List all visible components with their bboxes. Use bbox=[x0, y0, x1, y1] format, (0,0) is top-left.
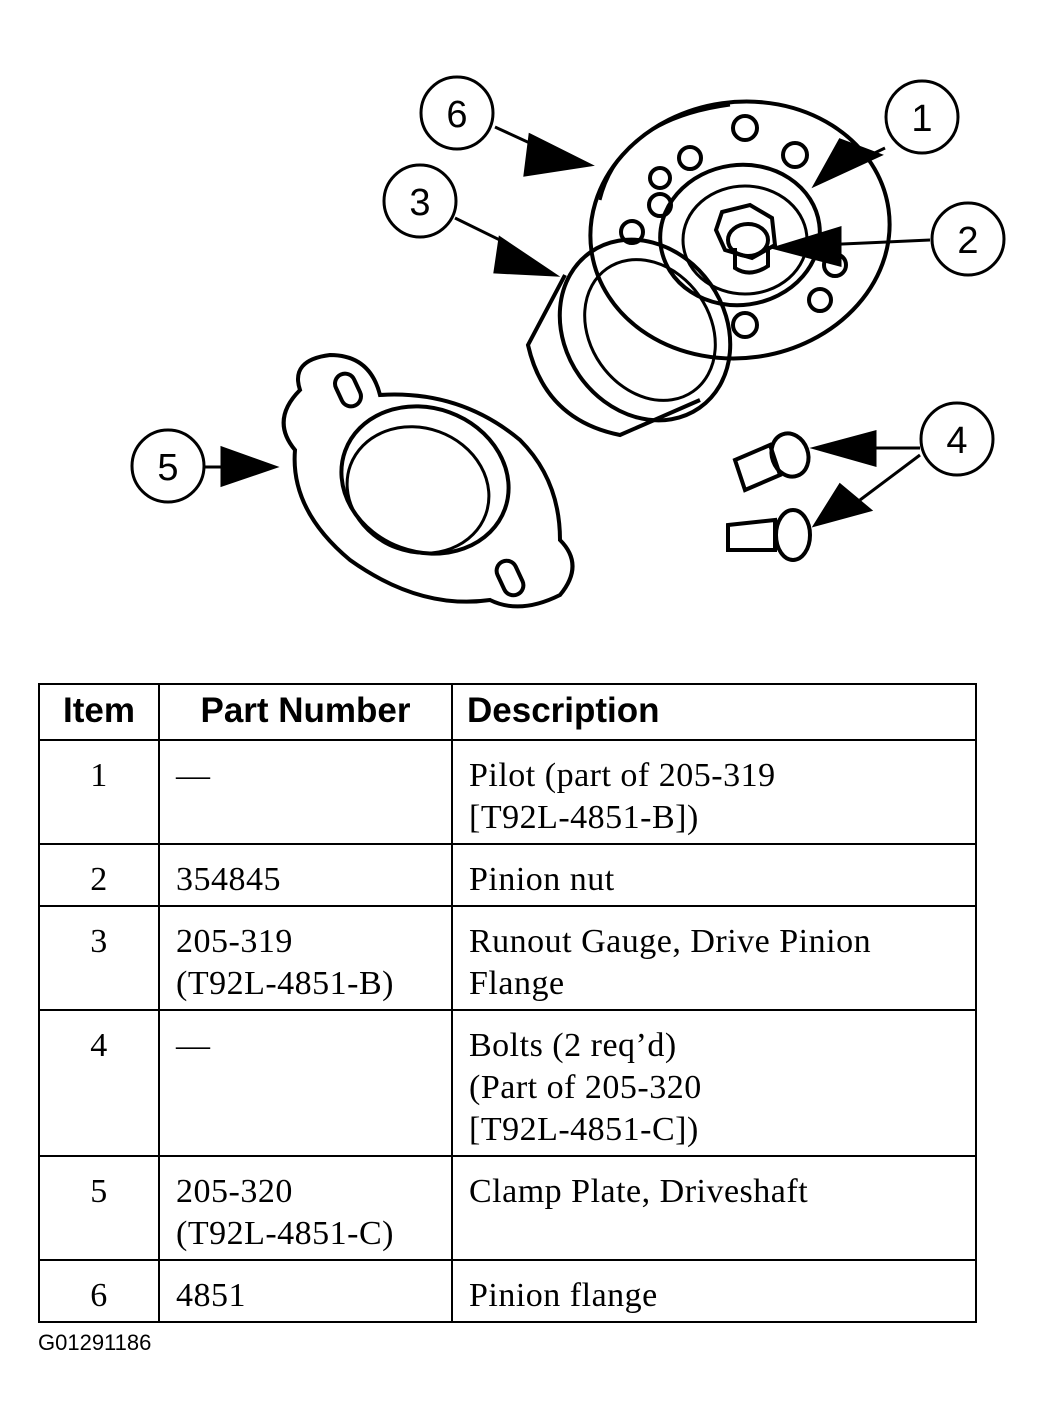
cell-part-number: 205-319 (T92L-4851-B) bbox=[158, 905, 453, 1011]
cell-description: Pinion nut bbox=[451, 843, 977, 907]
cell-item: 1 bbox=[38, 739, 160, 845]
table-row: 4 — Bolts (2 req’d) (Part of 205-320 [T9… bbox=[38, 1009, 977, 1157]
parts-table: Item Part Number Description 1 — Pilot (… bbox=[38, 683, 977, 1323]
table-header-row: Item Part Number Description bbox=[38, 683, 977, 741]
cell-description: Bolts (2 req’d) (Part of 205-320 [T92L-4… bbox=[451, 1009, 977, 1157]
table-row: 3 205-319 (T92L-4851-B) Runout Gauge, Dr… bbox=[38, 905, 977, 1011]
runout-gauge-part bbox=[525, 237, 733, 438]
callout-5: 5 bbox=[130, 428, 206, 504]
svg-text:1: 1 bbox=[911, 98, 932, 140]
header-part-number: Part Number bbox=[158, 683, 453, 741]
table-row: 2 354845 Pinion nut bbox=[38, 843, 977, 907]
clamp-plate-part bbox=[281, 352, 575, 609]
header-description: Description bbox=[451, 683, 977, 741]
callout-4: 4 bbox=[919, 401, 995, 477]
cell-description: Pinion flange bbox=[451, 1259, 977, 1323]
cell-part-number: 4851 bbox=[158, 1259, 453, 1323]
cell-part-number: — bbox=[158, 739, 453, 845]
cell-item: 6 bbox=[38, 1259, 160, 1323]
header-item: Item bbox=[38, 683, 160, 741]
svg-text:6: 6 bbox=[446, 94, 467, 136]
callout-3: 3 bbox=[382, 163, 458, 239]
exploded-parts-diagram: 6 1 3 2 4 5 bbox=[130, 75, 1006, 609]
cell-item: 4 bbox=[38, 1009, 160, 1157]
cell-item: 3 bbox=[38, 905, 160, 1011]
cell-part-number: 205-320 (T92L-4851-C) bbox=[158, 1155, 453, 1261]
table-row: 1 — Pilot (part of 205-319 [T92L-4851-B]… bbox=[38, 739, 977, 845]
svg-text:4: 4 bbox=[946, 420, 967, 462]
callout-6: 6 bbox=[419, 75, 495, 151]
callout-1: 1 bbox=[884, 79, 960, 155]
figure-id: G01291186 bbox=[38, 1330, 152, 1355]
callout-2: 2 bbox=[930, 201, 1006, 277]
cell-description: Runout Gauge, Drive Pinion Flange bbox=[451, 905, 977, 1011]
cell-description: Clamp Plate, Driveshaft bbox=[451, 1155, 977, 1261]
table-row: 6 4851 Pinion flange bbox=[38, 1259, 977, 1323]
pinion-flange-part bbox=[588, 99, 892, 361]
svg-text:5: 5 bbox=[157, 447, 178, 489]
cell-item: 5 bbox=[38, 1155, 160, 1261]
cell-part-number: — bbox=[158, 1009, 453, 1157]
bolts-part bbox=[726, 431, 812, 562]
leader-arrows bbox=[205, 125, 931, 528]
cell-item: 2 bbox=[38, 843, 160, 907]
pinion-nut-part bbox=[713, 202, 778, 275]
cell-part-number: 354845 bbox=[158, 843, 453, 907]
cell-description: Pilot (part of 205-319 [T92L-4851-B]) bbox=[451, 739, 977, 845]
svg-text:2: 2 bbox=[957, 220, 978, 262]
table-row: 5 205-320 (T92L-4851-C) Clamp Plate, Dri… bbox=[38, 1155, 977, 1261]
svg-text:3: 3 bbox=[409, 182, 430, 224]
